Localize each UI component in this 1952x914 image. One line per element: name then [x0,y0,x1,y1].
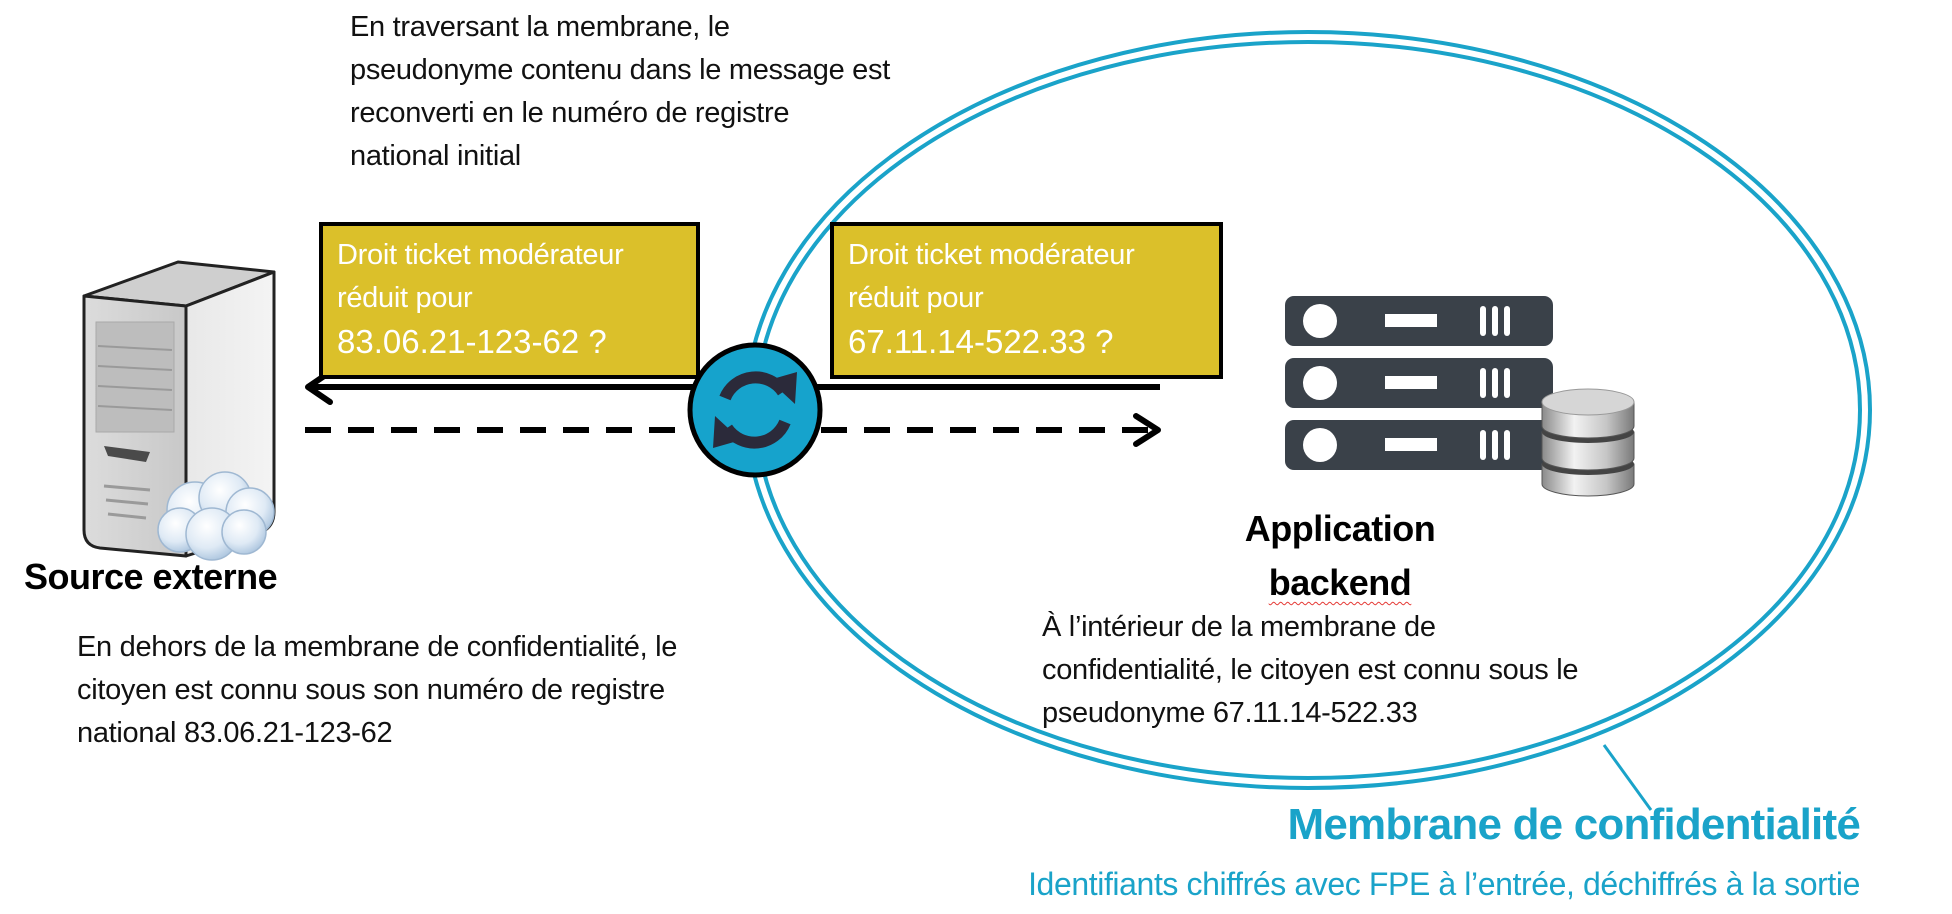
cloud-icon [157,471,275,561]
membrane-subtitle: Identifiants chiffrés avec FPE à l’entré… [1028,866,1860,902]
source-description-line: En dehors de la membrane de confidential… [77,631,678,663]
backend-label: Application backend [1140,502,1540,610]
backend-label-line: backend [1268,562,1412,603]
source-description-line: citoyen est connu sous son numéro de reg… [77,674,665,706]
message-identifier: 83.06.21-123-62 ? [337,323,607,360]
top-note-line: pseudonyme contenu dans le message est [350,54,890,86]
backend-description-line: À l’intérieur de la membrane de [1042,611,1436,643]
source-description-line: national 83.06.21-123-62 [77,717,393,749]
source-label: Source externe [24,556,278,597]
database-icon [1541,388,1635,497]
membrane-pointer-line [1602,744,1653,811]
message-box-outside: Droit ticket modérateur réduit pour 83.0… [319,222,700,379]
membrane-title: Membrane de confidentialité [1287,800,1860,849]
sync-icon [687,342,823,478]
message-line: Droit ticket modérateur [848,239,1135,271]
top-note: En traversant la membrane, le pseudonyme… [350,6,890,178]
message-line: réduit pour [848,282,984,314]
message-identifier: 67.11.14-522.33 ? [848,323,1114,360]
backend-description-line: confidentialité, le citoyen est connu so… [1042,654,1579,686]
request-arrow [305,413,1161,447]
backend-label-line: Application [1244,508,1436,549]
server-rack-icon [1285,296,1553,470]
source-description: En dehors de la membrane de confidential… [77,626,677,755]
top-note-line: national initial [350,140,521,172]
top-note-line: reconverti en le numéro de registre [350,97,790,129]
message-box-inside: Droit ticket modérateur réduit pour 67.1… [830,222,1223,379]
message-line: Droit ticket modérateur [337,239,624,271]
message-line: réduit pour [337,282,473,314]
top-note-line: En traversant la membrane, le [350,11,730,43]
backend-description: À l’intérieur de la membrane de confiden… [1042,606,1579,735]
backend-description-line: pseudonyme 67.11.14-522.33 [1042,697,1418,729]
server-tower-icon [82,260,276,558]
